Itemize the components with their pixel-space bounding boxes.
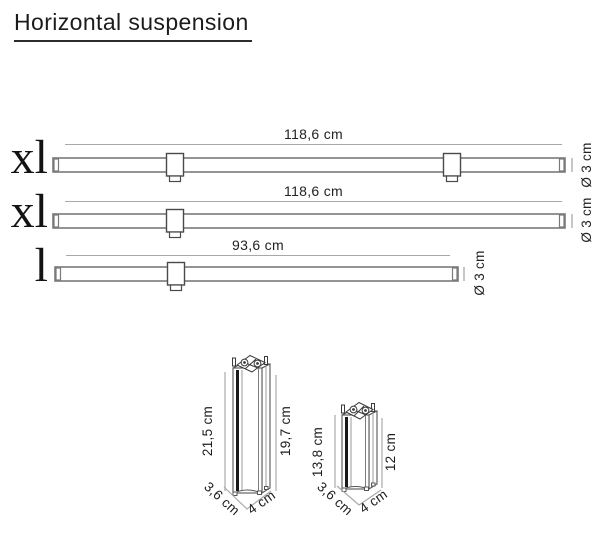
profile-large: 21,5 cm 19,7 cm 3,6 cm 4 cm bbox=[200, 354, 293, 518]
diameter-label-2: Ø 3 cm bbox=[579, 197, 594, 243]
dimension-line-2 bbox=[65, 201, 562, 202]
height-total-label: 21,5 cm bbox=[200, 406, 215, 456]
size-label-l: l bbox=[34, 239, 48, 292]
length-dimension-3: 93,6 cm bbox=[66, 238, 450, 256]
end-cap-left bbox=[53, 214, 60, 228]
height-body-label: 12 cm bbox=[383, 433, 398, 471]
end-cap-left bbox=[55, 267, 62, 281]
end-cap-right bbox=[558, 214, 565, 228]
mount-bracket bbox=[166, 261, 186, 292]
dimension-line-3 bbox=[66, 255, 450, 256]
column-foot bbox=[232, 486, 269, 496]
size-label-xl-2: xl bbox=[10, 185, 48, 238]
length-value-3: 93,6 cm bbox=[232, 237, 284, 253]
length-dimension-2: 118,6 cm bbox=[65, 184, 562, 202]
height-body-label: 19,7 cm bbox=[278, 406, 293, 456]
mount-bracket bbox=[165, 208, 185, 239]
mount-bracket bbox=[165, 152, 185, 183]
dimension-line-1 bbox=[65, 144, 562, 145]
tube bbox=[52, 213, 566, 229]
diameter-label-3: Ø 3 cm bbox=[472, 250, 487, 296]
end-cap-left bbox=[53, 158, 60, 172]
end-cap-right bbox=[451, 267, 458, 281]
size-label-xl-1: xl bbox=[10, 131, 48, 184]
tube bbox=[52, 157, 566, 173]
base-dim-lines bbox=[223, 486, 272, 510]
length-value-1: 118,6 cm bbox=[284, 126, 343, 142]
profile-small: 13,8 cm 12 cm 3,6 cm 4 cm bbox=[310, 401, 398, 518]
base-dim-lines bbox=[336, 485, 382, 506]
suspension-bar-xl-1 bbox=[52, 152, 573, 183]
height-total-label: 13,8 cm bbox=[310, 427, 325, 477]
end-cap-right bbox=[558, 158, 565, 172]
length-value-2: 118,6 cm bbox=[284, 183, 343, 199]
tube bbox=[54, 266, 459, 282]
suspension-bar-l bbox=[54, 261, 465, 292]
width-label: 4 cm bbox=[357, 486, 391, 516]
mount-bracket bbox=[442, 152, 462, 183]
top-connector bbox=[341, 401, 375, 420]
suspension-bar-xl-2 bbox=[52, 208, 573, 239]
page-title: Horizontal suspension bbox=[14, 9, 252, 42]
length-dimension-1: 118,6 cm bbox=[65, 127, 562, 145]
top-connector bbox=[232, 354, 268, 373]
